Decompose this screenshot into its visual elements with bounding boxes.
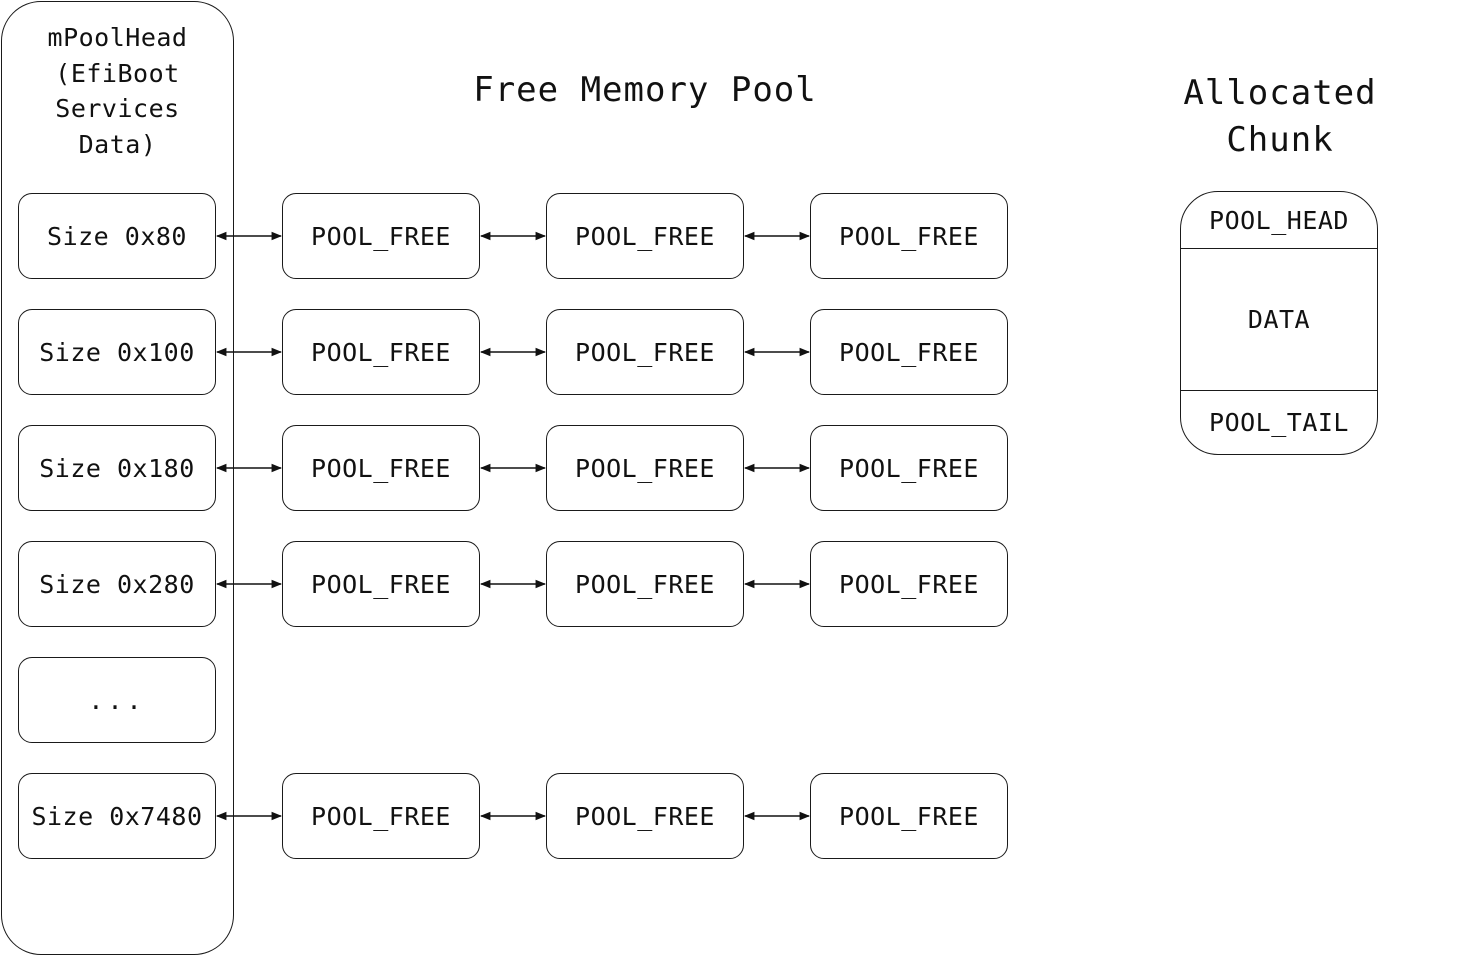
size-bucket-0x180: Size 0x180 bbox=[18, 425, 216, 511]
mpoolhead-title-line: Services bbox=[55, 94, 180, 123]
pool-free-node: POOL_FREE bbox=[546, 193, 744, 279]
pool-free-node: POOL_FREE bbox=[810, 425, 1008, 511]
pool-free-node: POOL_FREE bbox=[810, 773, 1008, 859]
pool-free-node: POOL_FREE bbox=[282, 773, 480, 859]
mpoolhead-title-line: mPoolHead bbox=[47, 23, 188, 52]
chunk-data: DATA bbox=[1181, 249, 1377, 391]
mpoolhead-container bbox=[1, 1, 234, 955]
chunk-pool-tail: POOL_TAIL bbox=[1209, 407, 1349, 437]
pool-free-node: POOL_FREE bbox=[810, 309, 1008, 395]
pool-free-node: POOL_FREE bbox=[546, 773, 744, 859]
mpoolhead-title: mPoolHead (EfiBoot Services Data) bbox=[1, 20, 234, 162]
allocated-chunk-title-line: Chunk bbox=[1226, 120, 1334, 160]
pool-free-node: POOL_FREE bbox=[282, 193, 480, 279]
pool-free-node: POOL_FREE bbox=[546, 425, 744, 511]
free-memory-pool-title: Free Memory Pool bbox=[473, 70, 817, 110]
mpoolhead-title-line: Data) bbox=[78, 129, 157, 159]
pool-free-node: POOL_FREE bbox=[282, 309, 480, 395]
pool-free-node: POOL_FREE bbox=[810, 193, 1008, 279]
pool-free-node: POOL_FREE bbox=[810, 541, 1008, 627]
pool-free-node: POOL_FREE bbox=[282, 541, 480, 627]
size-bucket-ellipsis: ... bbox=[18, 657, 216, 743]
pool-free-node: POOL_FREE bbox=[546, 541, 744, 627]
pool-free-node: POOL_FREE bbox=[546, 309, 744, 395]
size-bucket-0x80: Size 0x80 bbox=[18, 193, 216, 279]
pool-free-node: POOL_FREE bbox=[282, 425, 480, 511]
size-bucket-0x100: Size 0x100 bbox=[18, 309, 216, 395]
size-bucket-0x7480: Size 0x7480 bbox=[18, 773, 216, 859]
size-bucket-0x280: Size 0x280 bbox=[18, 541, 216, 627]
allocated-chunk-title-line: Allocated bbox=[1183, 73, 1377, 113]
chunk-pool-head: POOL_HEAD bbox=[1181, 192, 1377, 249]
mpoolhead-title-line: (EfiBoot bbox=[55, 58, 180, 88]
allocated-chunk: POOL_HEAD DATA POOL_TAIL bbox=[1180, 191, 1378, 455]
allocated-chunk-title: Allocated Chunk bbox=[1140, 70, 1420, 164]
